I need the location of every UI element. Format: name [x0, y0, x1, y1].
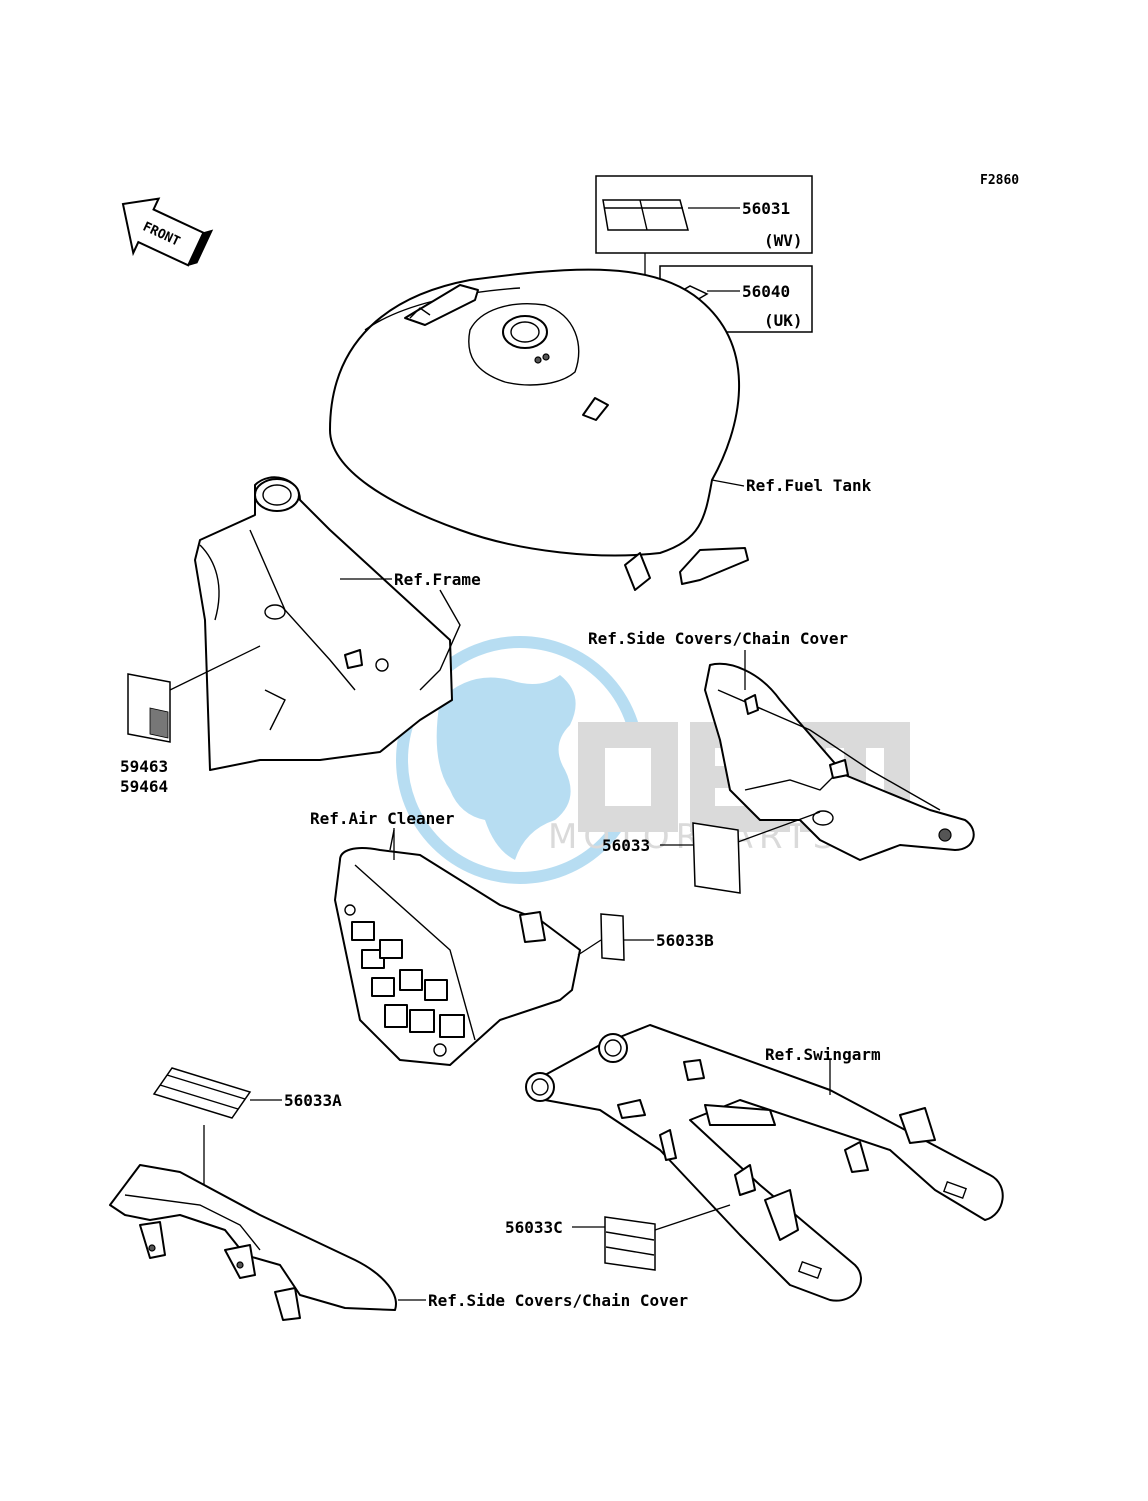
label-59463: 59463 59464 [120, 645, 261, 796]
ref-swingarm: Ref.Swingarm [765, 1045, 881, 1064]
ref-side-covers-top: Ref.Side Covers/Chain Cover [588, 629, 848, 648]
part-56031: 56031 [742, 199, 790, 218]
swingarm: Ref.Swingarm [525, 1024, 1004, 1302]
ref-side-covers-bottom: Ref.Side Covers/Chain Cover [428, 1291, 688, 1310]
variant-wv: (WV) [764, 231, 803, 250]
side-cover-top: Ref.Side Covers/Chain Cover [588, 629, 975, 861]
air-cleaner: Ref.Air Cleaner [310, 809, 581, 1066]
frame: Ref.Frame [194, 476, 481, 771]
variant-uk: (UK) [764, 311, 803, 330]
ref-frame: Ref.Frame [394, 570, 481, 589]
part-59463: 59463 [120, 757, 168, 776]
figure-id: F2860 [980, 173, 1019, 188]
label-56033A: 56033A [152, 1067, 342, 1195]
air-cleaner-grille [351, 921, 465, 1038]
label-56033: 56033 [602, 811, 821, 894]
front-arrow-icon: FRONT [121, 197, 214, 267]
label-56033B: 56033B [577, 913, 714, 961]
part-56033B: 56033B [656, 931, 714, 950]
chain-cover-bottom: Ref.Side Covers/Chain Cover [109, 1164, 688, 1321]
fuel-tank: Ref.Fuel Tank [329, 268, 872, 591]
part-56033A: 56033A [284, 1091, 342, 1110]
ref-air-cleaner: Ref.Air Cleaner [310, 809, 455, 828]
part-59464: 59464 [120, 777, 168, 796]
callout-box-56031: 56031 (WV) [595, 175, 813, 254]
part-56033: 56033 [602, 836, 650, 855]
label-56033C: 56033C [505, 1204, 731, 1271]
watermark-continents [436, 675, 576, 860]
part-56033C: 56033C [505, 1218, 563, 1237]
part-56040: 56040 [742, 282, 790, 301]
ref-fuel-tank: Ref.Fuel Tank [746, 476, 872, 495]
